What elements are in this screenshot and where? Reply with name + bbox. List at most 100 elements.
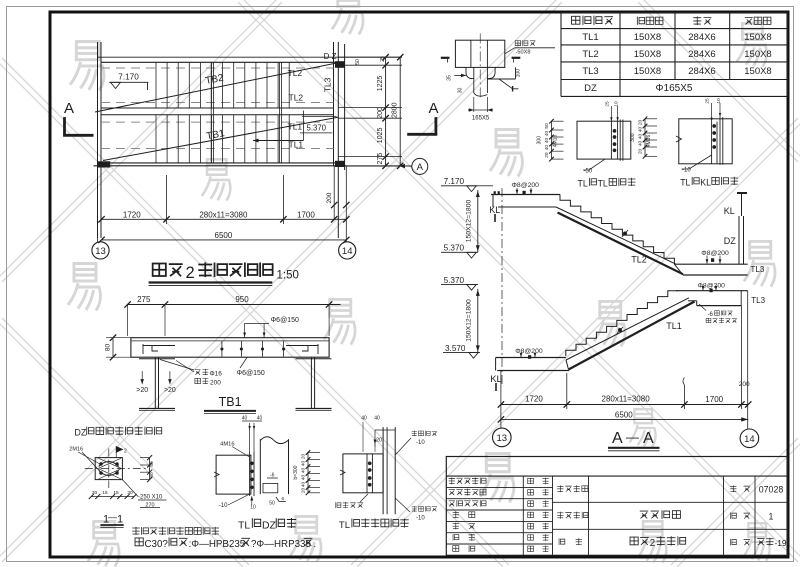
svg-text:-6: -6 — [708, 312, 714, 318]
svg-text:14: 14 — [744, 434, 755, 445]
svg-text:TL2: TL2 — [288, 68, 303, 78]
svg-text:200: 200 — [377, 107, 384, 119]
svg-text:20: 20 — [544, 152, 550, 158]
svg-text:30: 30 — [127, 490, 133, 496]
svg-text:1: 1 — [769, 512, 774, 522]
svg-text:A: A — [417, 162, 424, 173]
svg-text:1720: 1720 — [525, 395, 543, 404]
svg-text:10: 10 — [250, 505, 256, 511]
svg-text:Φ8@200: Φ8@200 — [701, 250, 729, 257]
svg-text:6500: 6500 — [215, 231, 233, 240]
svg-text:150X8: 150X8 — [634, 32, 661, 43]
svg-text:50: 50 — [269, 501, 275, 507]
svg-text:-250 X10: -250 X10 — [138, 495, 163, 501]
svg-text:A: A — [612, 430, 623, 447]
svg-text:40: 40 — [544, 145, 550, 151]
svg-text:7.170: 7.170 — [118, 72, 139, 81]
svg-text:Φ6@150: Φ6@150 — [237, 370, 265, 377]
svg-text:TL: TL — [680, 178, 690, 188]
svg-text:5.370: 5.370 — [307, 124, 327, 133]
svg-text:TL: TL — [238, 521, 250, 532]
svg-text:DZ: DZ — [74, 428, 87, 438]
svg-text:150X12=1800: 150X12=1800 — [465, 200, 472, 243]
svg-text:-19: -19 — [775, 538, 787, 548]
svg-text:TL1: TL1 — [666, 321, 682, 331]
svg-text:Φ8@200: Φ8@200 — [515, 348, 543, 355]
svg-text:TL: TL — [598, 179, 608, 189]
svg-text:50: 50 — [544, 123, 550, 129]
svg-text:150X8: 150X8 — [744, 32, 771, 43]
svg-text:275: 275 — [137, 295, 151, 304]
svg-text:?Φ—HRP335: ?Φ—HRP335 — [251, 539, 311, 550]
svg-text:>20: >20 — [164, 387, 176, 394]
svg-text:2: 2 — [124, 449, 127, 455]
svg-text:20: 20 — [638, 149, 644, 155]
svg-text:10: 10 — [614, 101, 620, 107]
svg-text:40: 40 — [301, 482, 307, 488]
svg-text:Φ16: Φ16 — [210, 371, 223, 378]
svg-text:4M16: 4M16 — [220, 441, 235, 447]
svg-text:150X8: 150X8 — [634, 66, 661, 77]
svg-text:50: 50 — [149, 461, 155, 467]
svg-text:A: A — [429, 100, 439, 117]
svg-text:30: 30 — [92, 490, 98, 496]
svg-text:150X8: 150X8 — [634, 49, 661, 60]
svg-text:284X6: 284X6 — [688, 66, 715, 77]
svg-text:150X8: 150X8 — [744, 49, 771, 60]
svg-text:TL1: TL1 — [582, 32, 598, 43]
svg-text:2800: 2800 — [392, 102, 399, 118]
svg-text:280x11=3080: 280x11=3080 — [602, 395, 651, 404]
svg-text:200: 200 — [739, 381, 750, 388]
svg-text:.: . — [313, 539, 316, 550]
svg-text:270: 270 — [145, 503, 154, 509]
svg-text:40: 40 — [257, 416, 263, 422]
svg-text:TL: TL — [578, 179, 588, 189]
svg-text:950: 950 — [235, 295, 249, 304]
svg-text:A: A — [643, 430, 654, 447]
svg-text:6: 6 — [282, 496, 285, 502]
svg-text:1: 1 — [117, 513, 123, 525]
svg-text:TB2: TB2 — [204, 73, 225, 87]
svg-text:275: 275 — [377, 153, 384, 165]
svg-text:165X5: 165X5 — [472, 116, 490, 122]
svg-text:40: 40 — [301, 468, 307, 474]
svg-text:15: 15 — [113, 490, 119, 496]
svg-text:>20: >20 — [136, 387, 148, 394]
svg-text:6500: 6500 — [615, 410, 633, 419]
svg-text:—: — — [626, 430, 639, 445]
svg-text:TL: TL — [339, 520, 350, 531]
svg-text:20: 20 — [638, 120, 644, 126]
svg-text:200: 200 — [210, 380, 221, 387]
svg-text:20: 20 — [376, 438, 382, 444]
svg-text:TL1: TL1 — [289, 140, 304, 150]
svg-text:5.370: 5.370 — [444, 244, 465, 253]
svg-text:KL: KL — [724, 206, 735, 216]
svg-text:1: 1 — [103, 513, 109, 525]
svg-text:4M16: 4M16 — [646, 135, 652, 148]
svg-text:Φ8@200: Φ8@200 — [698, 282, 726, 289]
svg-text:TB1: TB1 — [219, 395, 242, 409]
svg-text:40: 40 — [638, 134, 644, 140]
svg-text:Φ8@200: Φ8@200 — [512, 182, 540, 189]
svg-text:2M16: 2M16 — [69, 447, 83, 453]
svg-text:50: 50 — [149, 472, 155, 478]
svg-text:13: 13 — [497, 433, 508, 444]
svg-text:-6: -6 — [270, 473, 275, 479]
svg-text:-10: -10 — [416, 440, 425, 446]
svg-text:30: 30 — [458, 88, 464, 94]
svg-text:Φ6@150: Φ6@150 — [271, 317, 299, 324]
svg-text:40: 40 — [544, 131, 550, 137]
svg-text:-50X8: -50X8 — [516, 50, 531, 56]
svg-text:C30?: C30? — [145, 539, 169, 550]
svg-text:TL2: TL2 — [582, 49, 598, 60]
svg-text:—: — — [108, 512, 117, 522]
svg-text:40: 40 — [242, 416, 248, 422]
svg-text:40: 40 — [638, 141, 644, 147]
svg-text:40: 40 — [374, 416, 380, 422]
svg-text:1025: 1025 — [377, 128, 384, 144]
svg-text:5.370: 5.370 — [444, 276, 465, 285]
svg-text:-50: -50 — [584, 168, 593, 174]
svg-text:80: 80 — [105, 344, 112, 352]
svg-text:20: 20 — [301, 454, 307, 460]
svg-text:40: 40 — [361, 416, 367, 422]
